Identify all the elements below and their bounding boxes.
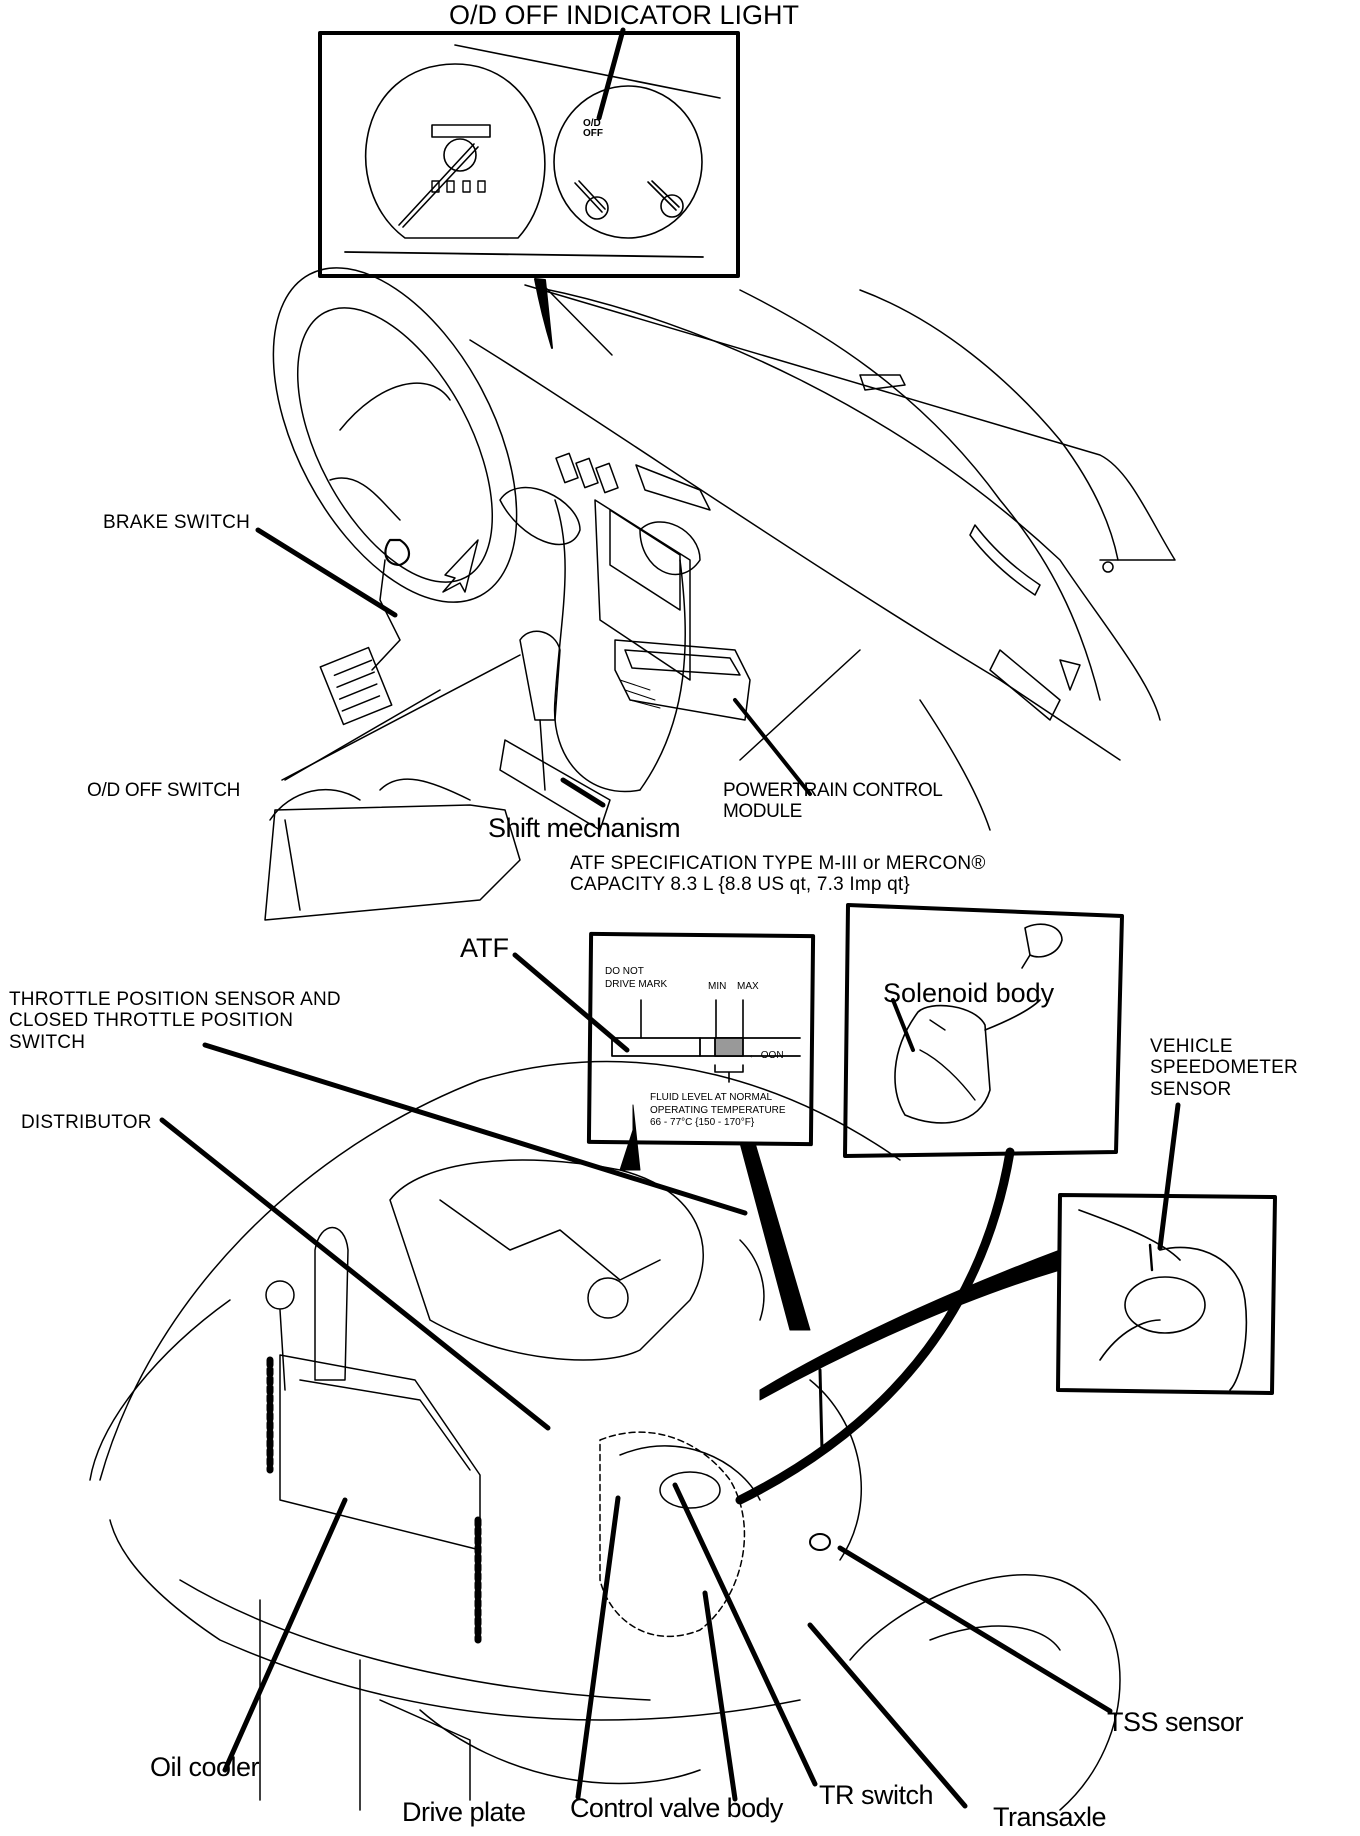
- atf-spec-line1: ATF SPECIFICATION TYPE M-III or MERCON®: [570, 853, 986, 874]
- do-not-drive-mark-label: DO NOT DRIVE MARK: [605, 966, 667, 991]
- cooler-hoses: [266, 1356, 482, 1644]
- reservoir: [314, 1226, 349, 1381]
- drive-plate-leader: [575, 1495, 621, 1800]
- od-off-indicator-title: O/D OFF INDICATOR LIGHT: [449, 0, 800, 30]
- speedometer-needle: [398, 143, 479, 228]
- center-console: [264, 804, 521, 921]
- solenoid-body-inset: [843, 903, 1124, 1158]
- cluster-od-off-indicator: O/D OFF: [583, 119, 603, 138]
- engine-bay-drawing: [89, 1060, 1121, 1811]
- atf-spec-line2: CAPACITY 8.3 L {8.8 US qt, 7.3 Imp qt}: [570, 874, 910, 896]
- brake-switch-leader: [255, 527, 398, 618]
- transaxle-leader: [807, 1622, 968, 1809]
- od-switch-leader: [284, 689, 441, 781]
- transaxle-label: Transaxle: [993, 1802, 1107, 1832]
- tps-line2: CLOSED THROTTLE POSITION: [9, 1010, 294, 1032]
- tps-line1: THROTTLE POSITION SENSOR AND: [9, 989, 341, 1010]
- speedometer-gauge: [364, 63, 546, 239]
- control-valve-body-label: Control valve body: [570, 1793, 783, 1823]
- indicator-text-od: O/D: [583, 118, 601, 129]
- tr-switch-part: [659, 1471, 721, 1509]
- throttle-position-sensor-label: THROTTLE POSITION SENSOR AND CLOSED THRO…: [9, 989, 341, 1053]
- tps-line3: SWITCH: [9, 1031, 86, 1053]
- vss-part: [1124, 1276, 1206, 1334]
- pcm-label-line2: MODULE: [723, 801, 802, 823]
- fluid-range-hatch: [714, 1037, 744, 1057]
- brake-switch-label: BRAKE SWITCH: [103, 512, 251, 533]
- tr-switch-leader: [672, 1482, 818, 1787]
- shift-knob: [519, 630, 561, 721]
- do-not-line2: DRIVE MARK: [605, 978, 668, 990]
- fuel-needle: [647, 180, 680, 211]
- instrument-cluster-inset: [318, 27, 740, 278]
- vss-line1: VEHICLE: [1150, 1036, 1233, 1057]
- drive-plate-label: Drive plate: [402, 1797, 526, 1827]
- brake-switch-part: [384, 538, 411, 567]
- pcm-label: POWERTRAIN CONTROL MODULE: [723, 780, 943, 823]
- vss-inset: [1056, 1193, 1277, 1395]
- atf-label: ATF: [460, 933, 509, 963]
- solenoid-callout-curve: [735, 1147, 1015, 1505]
- on-mark-label: ← OON: [748, 1050, 784, 1061]
- fluid-line3: 66 - 77°C {150 - 170°F}: [650, 1117, 755, 1128]
- oil-cooler-part: [279, 1354, 481, 1551]
- direction-arrow: [442, 539, 479, 593]
- tps-leader: [202, 1042, 748, 1216]
- indicator-leader: [596, 27, 626, 121]
- upper-leaders: [255, 527, 812, 808]
- drive-plate-part: [599, 1431, 746, 1638]
- secondary-gauge: [553, 85, 703, 239]
- dashboard-drawing: [264, 267, 1176, 921]
- pcm-module: [614, 639, 751, 721]
- solenoid-part: [894, 1004, 991, 1124]
- shift-mechanism-label: Shift mechanism: [488, 813, 681, 843]
- tss-sensor-part: [809, 1533, 831, 1551]
- max-label: MAX: [737, 981, 759, 992]
- do-not-line1: DO NOT: [605, 966, 644, 977]
- od-off-switch-label: O/D OFF SWITCH: [87, 780, 241, 801]
- indicator-text-off: OFF: [583, 127, 603, 139]
- brake-pedal: [319, 646, 393, 726]
- fluid-line1: FLUID LEVEL AT NORMAL: [650, 1092, 773, 1103]
- pcm-label-line1: POWERTRAIN CONTROL: [723, 780, 943, 801]
- atf-leader: [512, 952, 630, 1053]
- vss-leader: [1157, 1102, 1181, 1251]
- vehicle-speedometer-sensor-label: VEHICLE SPEEDOMETER SENSOR: [1150, 1036, 1298, 1100]
- distributor-label: DISTRIBUTOR: [21, 1112, 152, 1133]
- vss-callout-wedge: [759, 1249, 1061, 1401]
- distributor-leader: [159, 1117, 551, 1431]
- engine-leaders: [159, 1042, 1113, 1809]
- temp-needle: [574, 180, 606, 213]
- tr-switch-label: TR switch: [819, 1780, 934, 1810]
- fluid-line2: OPERATING TEMPERATURE: [650, 1104, 786, 1116]
- oil-cooler-leader: [222, 1497, 348, 1773]
- fluid-level-note: FLUID LEVEL AT NORMAL OPERATING TEMPERAT…: [650, 1092, 786, 1130]
- steering-wheel: [272, 267, 518, 603]
- control-valve-body-leader: [702, 1590, 738, 1802]
- vss-line3: SENSOR: [1150, 1078, 1232, 1100]
- atf-specification-label: ATF SPECIFICATION TYPE M-III or MERCON® …: [570, 853, 986, 896]
- shift-mechanism-leader: [560, 777, 606, 808]
- solenoid-body-label: Solenoid body: [883, 978, 1055, 1008]
- tss-sensor-leader: [837, 1545, 1113, 1714]
- pcm-leader: [733, 698, 812, 796]
- engine-cover: [389, 1159, 704, 1361]
- oil-cooler-label: Oil cooler: [150, 1752, 260, 1782]
- vss-line2: SPEEDOMETER: [1150, 1057, 1298, 1079]
- dipstick-callout-wedge: [739, 1142, 811, 1331]
- tss-sensor-label: TSS sensor: [1107, 1707, 1244, 1737]
- min-label: MIN: [708, 981, 727, 992]
